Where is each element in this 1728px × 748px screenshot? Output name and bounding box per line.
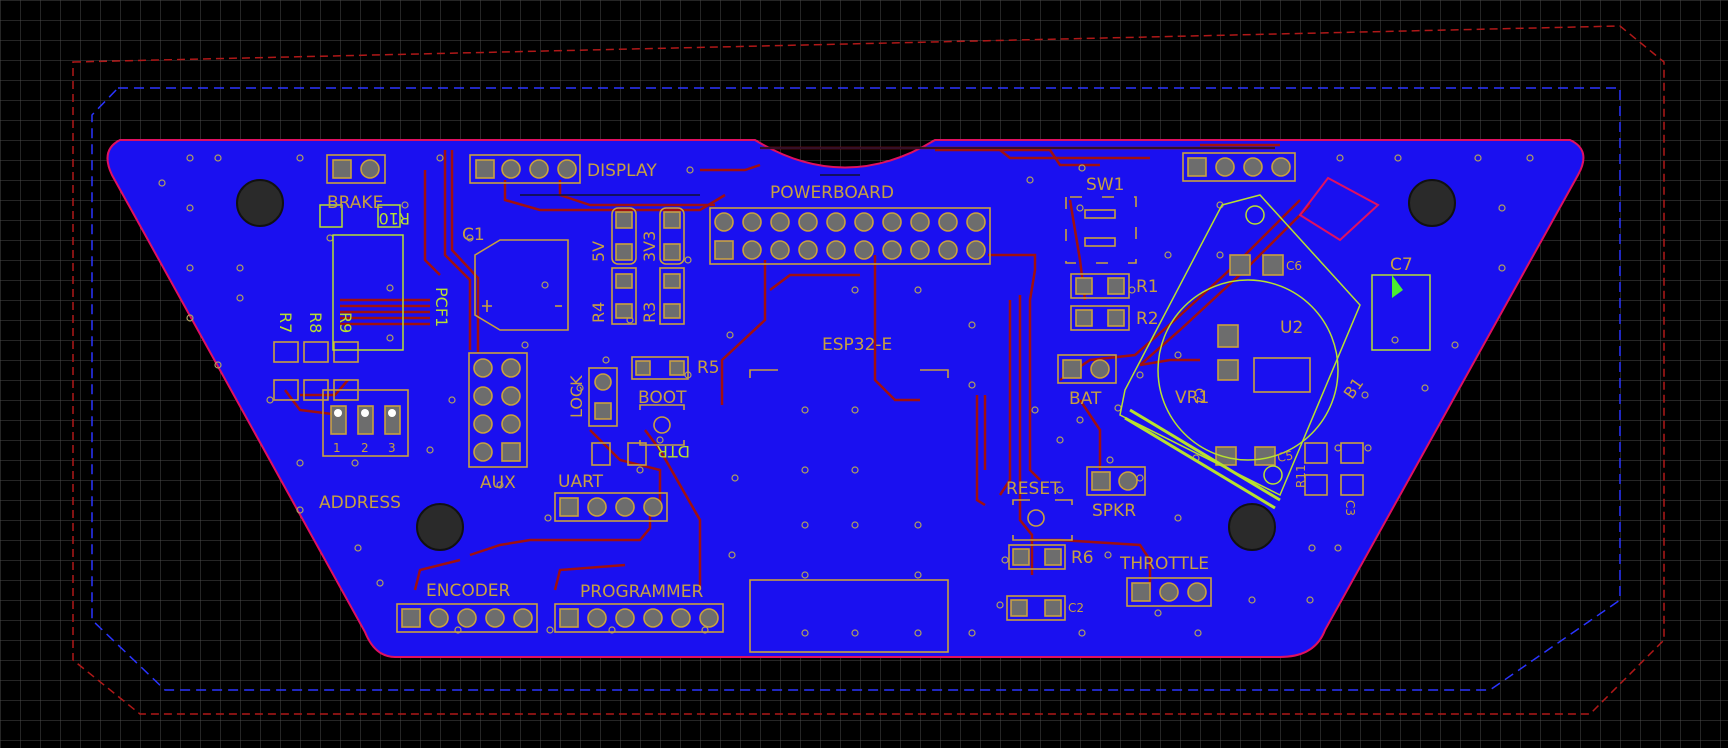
label-boot: BOOT bbox=[638, 388, 687, 408]
spkr-header[interactable] bbox=[1086, 466, 1146, 496]
label-c1: C1 bbox=[462, 225, 485, 245]
label-reset: RESET bbox=[1006, 479, 1061, 499]
r10-outline[interactable] bbox=[319, 204, 401, 228]
aux-header[interactable] bbox=[468, 352, 528, 468]
label-r3: R3 bbox=[640, 302, 659, 323]
r2-resistor[interactable] bbox=[1070, 305, 1130, 331]
label-5v: 5V bbox=[589, 241, 608, 262]
esp32-module[interactable] bbox=[749, 369, 949, 653]
dark-traces bbox=[520, 147, 1275, 196]
sw1-switch[interactable] bbox=[1065, 196, 1137, 264]
board-copper-pour[interactable] bbox=[106, 139, 1585, 658]
battery-holder-arc bbox=[1157, 279, 1339, 461]
label-r1: R1 bbox=[1136, 277, 1159, 297]
inner-keepout-outline bbox=[91, 87, 1621, 691]
programmer-header[interactable] bbox=[554, 603, 724, 633]
address-dip-switch[interactable] bbox=[322, 389, 409, 457]
r7-r8-r9-resistors[interactable] bbox=[273, 341, 359, 401]
label-dip-2: 2 bbox=[361, 441, 369, 455]
mounting-hole-br bbox=[1228, 503, 1276, 551]
top-right-header[interactable] bbox=[1182, 152, 1296, 182]
label-aux: AUX bbox=[480, 473, 516, 493]
label-3v3: 3V3 bbox=[640, 231, 659, 262]
vias bbox=[158, 154, 1534, 637]
label-brake: BRAKE bbox=[327, 193, 383, 213]
mounting-hole-bl bbox=[416, 503, 464, 551]
label-c5: C5 bbox=[1276, 448, 1294, 465]
label-r5: R5 bbox=[697, 358, 720, 378]
c7-outline[interactable] bbox=[1371, 274, 1431, 351]
label-encoder: ENCODER bbox=[426, 581, 511, 601]
jumper-3v3[interactable] bbox=[659, 207, 685, 265]
label-r4: R4 bbox=[589, 302, 608, 323]
label-r10: R10 bbox=[379, 209, 410, 228]
brake-header[interactable] bbox=[326, 154, 386, 184]
u2-regulator[interactable] bbox=[1217, 324, 1311, 393]
label-c2: C2 bbox=[1068, 601, 1084, 615]
pcf1-outline[interactable] bbox=[332, 234, 404, 351]
label-throttle: THROTTLE bbox=[1119, 554, 1209, 574]
label-r7: R7 bbox=[276, 312, 295, 333]
label-address: ADDRESS bbox=[319, 493, 401, 513]
encoder-header[interactable] bbox=[396, 603, 538, 633]
label-lock: LOCK bbox=[567, 375, 586, 418]
label-c7: C7 bbox=[1390, 255, 1413, 275]
label-bat: BAT bbox=[1069, 389, 1102, 409]
label-display: DISPLAY bbox=[587, 161, 657, 181]
r6-resistor[interactable] bbox=[1008, 544, 1066, 570]
mounting-holes bbox=[236, 179, 1456, 551]
b1-plus-marker bbox=[1245, 205, 1265, 225]
small-passives[interactable] bbox=[1215, 254, 1364, 496]
dtr-pads[interactable] bbox=[591, 442, 647, 466]
label-esp32: ESP32-E bbox=[822, 335, 892, 355]
label-r11: R11 bbox=[1294, 464, 1308, 488]
label-uart: UART bbox=[558, 472, 604, 492]
label-dip-3: 3 bbox=[388, 441, 396, 455]
label-vr1: VR1 bbox=[1175, 388, 1209, 408]
label-powerboard: POWERBOARD bbox=[770, 183, 894, 203]
label-programmer: PROGRAMMER bbox=[580, 582, 703, 602]
r1-resistor[interactable] bbox=[1070, 273, 1130, 299]
label-u2: U2 bbox=[1280, 318, 1303, 338]
label-c6: C6 bbox=[1286, 259, 1302, 273]
label-sw1: SW1 bbox=[1086, 175, 1124, 195]
reset-button[interactable] bbox=[1012, 499, 1073, 541]
lock-jumper[interactable] bbox=[588, 367, 618, 427]
display-header[interactable] bbox=[469, 154, 581, 184]
uart-header[interactable] bbox=[554, 492, 668, 522]
label-c3: C3 bbox=[1343, 500, 1357, 516]
label-pcf1: PCF1 bbox=[432, 287, 451, 327]
throttle-header[interactable] bbox=[1126, 577, 1212, 607]
mounting-hole-tl bbox=[236, 179, 284, 227]
c2-capacitor[interactable] bbox=[1006, 595, 1066, 621]
label-r8: R8 bbox=[306, 312, 325, 333]
label-c4: C4 bbox=[1192, 388, 1206, 404]
powerboard-header[interactable] bbox=[709, 207, 991, 265]
label-dip-1: 1 bbox=[333, 441, 341, 455]
c7-polarity-marker bbox=[1392, 275, 1403, 298]
battery-holder-outline[interactable] bbox=[1119, 194, 1361, 497]
r4-resistor[interactable] bbox=[611, 267, 637, 325]
bat-connector[interactable] bbox=[1057, 354, 1117, 384]
label-spkr: SPKR bbox=[1092, 501, 1136, 521]
label-r6: R6 bbox=[1071, 548, 1094, 568]
label-r2: R2 bbox=[1136, 309, 1159, 329]
mounting-hole-tr bbox=[1408, 179, 1456, 227]
battery-tab bbox=[1298, 176, 1380, 242]
c1-capacitor[interactable] bbox=[474, 239, 569, 331]
label-dtr: DTR bbox=[657, 442, 690, 461]
r5-resistor[interactable] bbox=[631, 356, 689, 380]
label-r9: R9 bbox=[336, 312, 355, 333]
r3-resistor[interactable] bbox=[659, 267, 685, 325]
jumper-5v[interactable] bbox=[611, 207, 637, 265]
b1-minus-marker bbox=[1263, 465, 1283, 485]
